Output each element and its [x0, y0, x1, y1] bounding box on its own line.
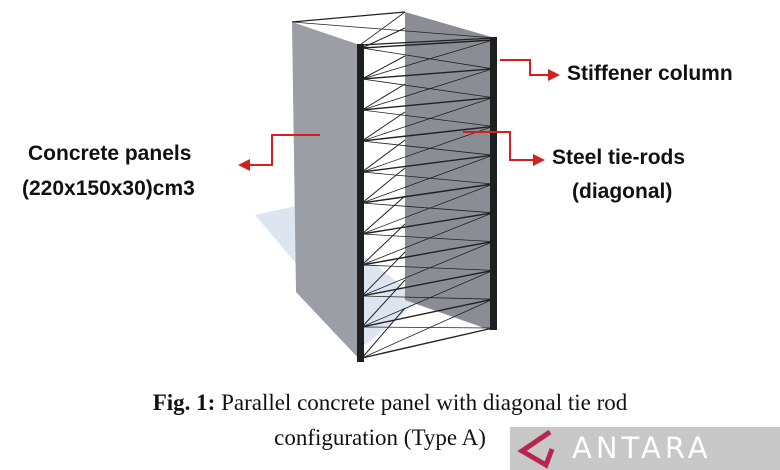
figure-number: Fig. 1:	[152, 390, 216, 415]
tie-rod	[361, 270, 494, 328]
tie-rod	[361, 202, 494, 214]
tie-rod	[361, 68, 494, 80]
tie-rods-sublabel: (diagonal)	[572, 180, 673, 203]
tie-rod	[361, 126, 494, 173]
tierods-arrow	[463, 131, 535, 161]
tie-rods-label: Steel tie-rods	[552, 146, 686, 169]
tie-rod	[361, 171, 494, 185]
tie-rod	[361, 167, 406, 204]
tie-rod	[361, 212, 494, 266]
tie-rod	[291, 11, 406, 23]
back-stiffener-column	[490, 37, 497, 330]
tie-rod	[361, 307, 406, 359]
tie-rod	[361, 125, 494, 142]
stiffener-arrow	[500, 59, 550, 76]
tie-rod	[361, 96, 494, 111]
concrete-panels-dimensions: (220x150x30)cm3	[22, 177, 195, 200]
tie-rod	[361, 55, 406, 80]
tie-rod	[361, 47, 494, 70]
tie-rod	[361, 154, 494, 204]
tie-rod	[361, 97, 494, 142]
tie-rod	[361, 183, 494, 235]
antara-logo-icon	[517, 429, 555, 469]
tie-rod	[361, 39, 494, 49]
tie-rod	[361, 140, 494, 156]
figure-caption-line2: configuration (Type A)	[274, 425, 486, 450]
stiffener-arrowhead	[548, 69, 560, 81]
tie-rod	[361, 111, 406, 142]
tie-rod	[361, 233, 494, 242]
tie-rod	[361, 139, 406, 173]
tie-rod	[361, 195, 406, 235]
tie-rod	[361, 223, 406, 266]
tie-rod	[361, 78, 494, 98]
tie-rod	[361, 298, 494, 328]
tie-rod	[361, 212, 494, 235]
tie-rod	[291, 21, 496, 39]
figure-caption-line1: Fig. 1: Parallel concrete panel with dia…	[0, 390, 780, 416]
annotation-arrows	[250, 59, 550, 166]
tie-rod	[361, 83, 406, 111]
tie-rod	[361, 295, 494, 300]
tie-rod	[361, 327, 494, 359]
concrete-panels-label: Concrete panels	[28, 142, 192, 165]
tie-rod	[361, 109, 494, 127]
front-stiffener-column	[357, 44, 364, 362]
watermark: ANTARA	[510, 427, 780, 470]
tie-rod	[361, 39, 494, 80]
watermark-text: ANTARA	[572, 431, 712, 465]
tie-rod	[361, 240, 494, 266]
tie-rod	[361, 183, 494, 204]
tie-rod	[361, 279, 406, 328]
tie-rod	[359, 11, 406, 46]
front-concrete-panel	[292, 22, 362, 362]
tierods-arrowhead	[533, 154, 545, 166]
tie-rod	[361, 269, 494, 297]
tie-rod	[361, 251, 406, 297]
tie-rod	[361, 154, 494, 173]
tie-rod	[361, 326, 494, 329]
tie-rod	[361, 241, 494, 297]
tie-rod	[361, 298, 494, 359]
stiffener-column-label: Stiffener column	[567, 62, 733, 85]
tie-rods	[291, 11, 496, 359]
panels-arrow	[250, 134, 320, 166]
tie-rod	[361, 264, 494, 271]
tie-rod	[361, 68, 494, 111]
panels-arrowhead	[238, 159, 250, 171]
tie-rod	[359, 37, 496, 46]
caption-text: Parallel concrete panel with diagonal ti…	[215, 390, 628, 415]
